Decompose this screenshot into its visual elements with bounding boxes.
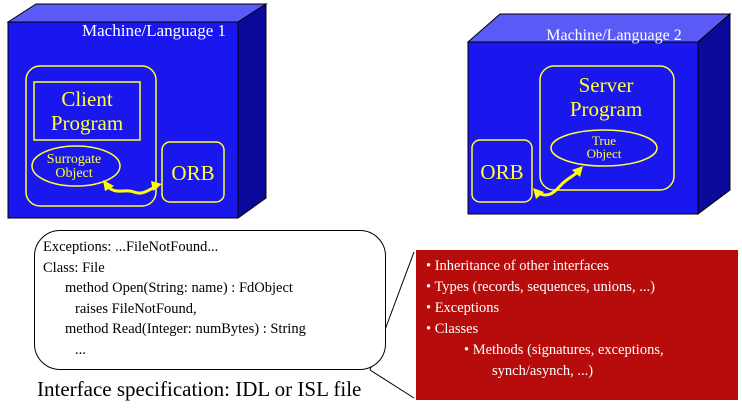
orb-1-link-arrow bbox=[104, 183, 159, 195]
machine-1-top-face bbox=[6, 3, 268, 23]
machine-1-title: Machine/Language 1 bbox=[82, 21, 226, 40]
feature-item: • Types (records, sequences, unions, ...… bbox=[426, 279, 655, 295]
feature-item: • Exceptions bbox=[426, 300, 500, 316]
orb-2-link-arrowhead-left bbox=[533, 188, 544, 199]
client-program-label-line-2: Program bbox=[51, 111, 123, 135]
surrogate-object-label-line-2: Object bbox=[55, 166, 92, 181]
feature-item: • Inheritance of other interfaces bbox=[426, 258, 610, 274]
client-program-label-line-1: Client bbox=[61, 87, 112, 111]
machine-2-block: Machine/Language 2 Server Program True O… bbox=[466, 12, 732, 215]
machine-1-front-face bbox=[7, 21, 239, 219]
idl-features-box: • Inheritance of other interfaces • Type… bbox=[416, 250, 738, 400]
spec-line-class: Class: File bbox=[43, 259, 105, 276]
machine-1-block: Machine/Language 1 Client Program Surrog… bbox=[6, 3, 268, 219]
surrogate-object-label-line-1: Surrogate bbox=[47, 152, 101, 167]
machine-2-front-face bbox=[467, 41, 699, 215]
orb-1-box bbox=[161, 141, 225, 203]
orb-2-box bbox=[471, 139, 533, 203]
machine-2-title: Machine/Language 2 bbox=[546, 27, 682, 44]
feature-sub-item: • Methods (signatures, exceptions, bbox=[464, 342, 664, 358]
spec-line-exceptions: Exceptions: ...FileNotFound... bbox=[43, 239, 219, 255]
orb-1-link-arrowhead-left bbox=[103, 180, 114, 191]
server-program-label-line-1: Server bbox=[579, 73, 634, 97]
spec-line-method-open: method Open(String: name) : FdObject bbox=[65, 280, 293, 296]
orb-1-label: ORB bbox=[171, 161, 214, 185]
orb-2-link-arrowhead-right bbox=[572, 166, 583, 177]
feature-item: • Classes bbox=[426, 321, 479, 337]
true-object-label-line-1: True bbox=[592, 133, 616, 148]
true-object-label-line-2: Object bbox=[587, 146, 622, 161]
server-program-label-line-2: Program bbox=[570, 97, 642, 121]
orb-1-link-arrowhead-right bbox=[151, 181, 162, 191]
true-object-ellipse bbox=[550, 129, 658, 167]
interface-spec-box: Exceptions: ...FileNotFound... Class: Fi… bbox=[34, 230, 386, 370]
spec-line-ellipsis: ... bbox=[75, 341, 86, 358]
surrogate-object-ellipse bbox=[31, 145, 121, 187]
orb-2-link-arrow bbox=[535, 168, 582, 197]
machine-2-side-face bbox=[697, 12, 731, 215]
spec-line-method-read: method Read(Integer: numBytes) : String bbox=[65, 321, 306, 337]
server-program-outline bbox=[539, 65, 675, 191]
interface-spec-caption: Interface specification: IDL or ISL file bbox=[37, 377, 362, 401]
client-program-outline bbox=[25, 65, 157, 207]
machine-1-side-face bbox=[237, 3, 267, 219]
feature-sub-item-continuation: synch/asynch, ...) bbox=[492, 363, 594, 379]
spec-line-raises: raises FileNotFound, bbox=[75, 300, 197, 317]
spec-to-features-connector-lower bbox=[369, 369, 415, 399]
orb-2-label: ORB bbox=[480, 160, 523, 184]
client-program-box bbox=[33, 81, 141, 141]
